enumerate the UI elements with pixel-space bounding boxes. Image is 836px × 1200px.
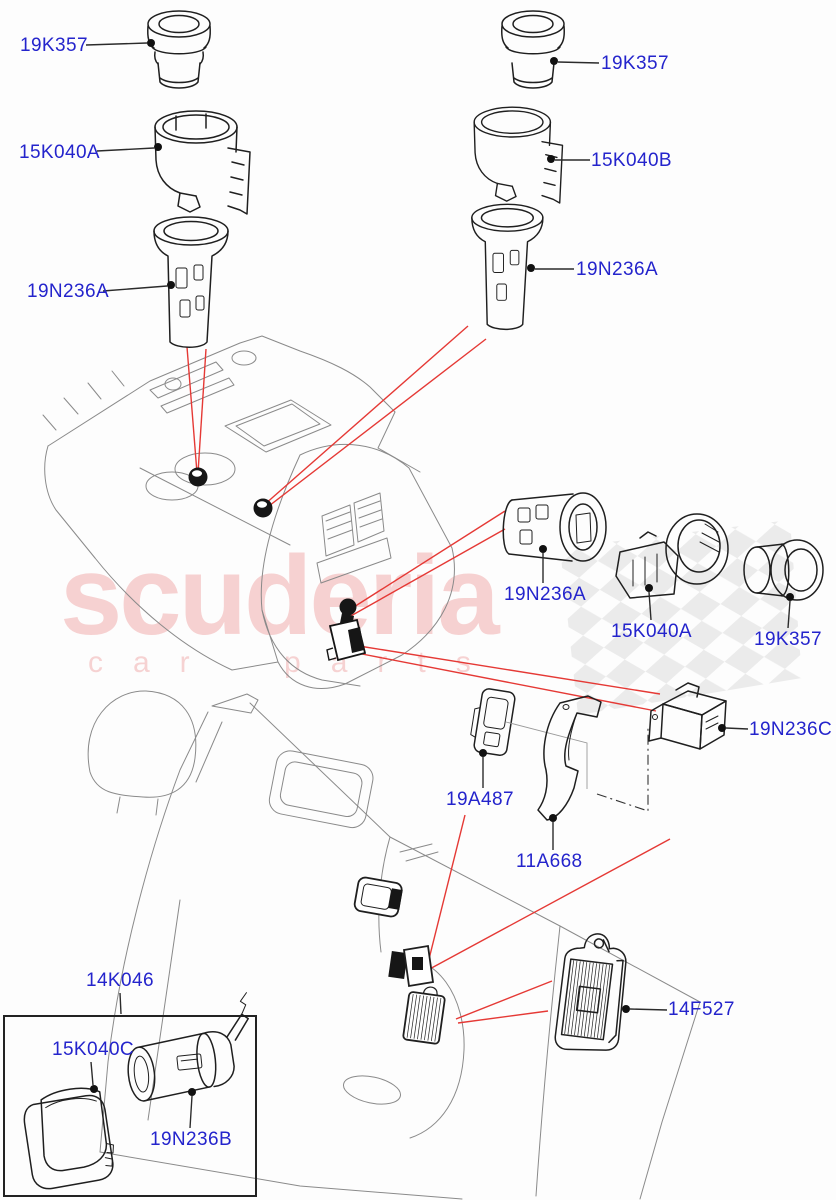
trim-mounted-parts bbox=[353, 876, 446, 1045]
part-label-front-left-housing[interactable]: 15K040A bbox=[19, 142, 100, 163]
part-label-front-right-housing[interactable]: 15K040B bbox=[591, 150, 672, 171]
part-rear-socket-relay bbox=[648, 682, 727, 750]
part-housing-rear-console bbox=[615, 513, 729, 599]
part-mount-bracket bbox=[537, 695, 602, 821]
part-aux-outlet bbox=[470, 688, 516, 757]
reference-lines bbox=[186, 325, 671, 1024]
part-label-kit-plug[interactable]: 19N236B bbox=[150, 1129, 233, 1150]
part-label-power-module[interactable]: 14F527 bbox=[668, 999, 735, 1020]
part-housing-front-right bbox=[473, 106, 564, 204]
part-housing-front-left bbox=[154, 110, 251, 215]
alignment-centerline bbox=[596, 726, 649, 812]
part-label-mount-bracket[interactable]: 11A668 bbox=[516, 851, 583, 872]
part-power-module bbox=[554, 933, 627, 1051]
part-label-rear-console-housing[interactable]: 15K040A bbox=[611, 621, 692, 642]
part-kit-plug bbox=[127, 992, 249, 1102]
part-label-front-left-socket[interactable]: 19N236A bbox=[27, 281, 110, 302]
part-label-rear-console-cap[interactable]: 19K357 bbox=[754, 629, 822, 650]
part-socket-rear-console bbox=[502, 492, 607, 562]
checkered-flag-watermark bbox=[560, 520, 802, 715]
part-kit-cover bbox=[23, 1087, 114, 1190]
alignment-outline bbox=[505, 721, 588, 789]
part-label-rear-socket[interactable]: 19N236C bbox=[749, 719, 833, 740]
part-socket-front-right bbox=[471, 203, 544, 331]
watermark-tagline-text: car parts bbox=[88, 646, 501, 679]
console-socket-positions bbox=[188, 467, 367, 662]
leader-lines bbox=[85, 39, 794, 1129]
part-label-front-right-socket[interactable]: 19N236A bbox=[576, 259, 659, 280]
part-cap-front-right bbox=[501, 10, 565, 89]
part-label-front-right-cap[interactable]: 19K357 bbox=[601, 53, 669, 74]
front-console-drawing bbox=[42, 335, 455, 689]
part-label-kit[interactable]: 14K046 bbox=[86, 970, 154, 991]
watermark: scuderia car parts bbox=[60, 520, 802, 715]
part-label-kit-cover[interactable]: 15K040C bbox=[52, 1039, 135, 1060]
part-socket-front-left bbox=[153, 216, 229, 348]
part-cap-front-left bbox=[147, 10, 211, 89]
part-label-front-left-cap[interactable]: 19K357 bbox=[20, 35, 88, 56]
part-label-aux-outlet[interactable]: 19A487 bbox=[446, 789, 514, 810]
part-label-rear-console-socket[interactable]: 19N236A bbox=[504, 584, 587, 605]
watermark-brand-text: scuderia bbox=[60, 533, 500, 658]
part-cap-rear-console bbox=[743, 539, 824, 601]
rear-trim-drawing bbox=[87, 690, 701, 1200]
kit-inset-box bbox=[3, 1015, 257, 1197]
